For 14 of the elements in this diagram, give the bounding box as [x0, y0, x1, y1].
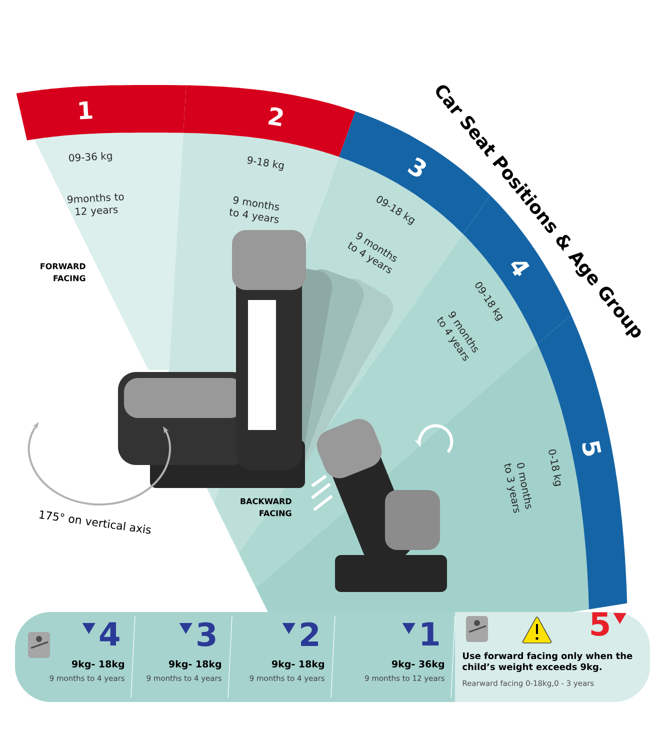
node-label: 2: [301, 622, 318, 646]
node-label: 9kg- 18kg: [72, 660, 124, 670]
node-label: 5: [582, 441, 602, 456]
node-label: 0 months to 3 years: [504, 462, 532, 513]
node-label: 9kg- 18kg: [168, 660, 222, 670]
node-label: 1: [79, 101, 92, 120]
node-label: 9kg- 36kg: [392, 660, 444, 670]
rotation-caption: 175° on vertical axis: [39, 510, 151, 534]
node-label: 9kg- 18kg: [272, 660, 324, 670]
node-label: 4: [100, 622, 120, 646]
node-label: 0-18 kg: [548, 449, 562, 486]
node-label: 1: [422, 622, 439, 646]
facing-label: FORWARD FACING: [40, 263, 86, 282]
node-label: 3: [198, 622, 216, 646]
